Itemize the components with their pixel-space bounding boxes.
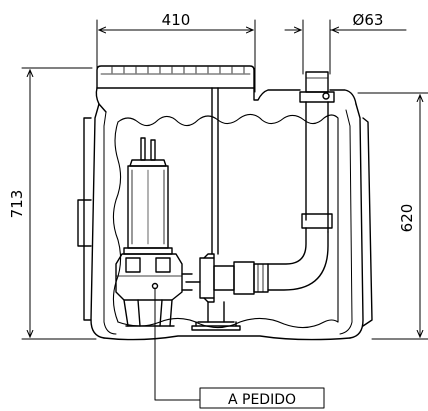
cutaway-section <box>112 113 339 329</box>
dimension-label-total-height: 713 <box>8 190 26 219</box>
dimension-label-diameter: Ø63 <box>353 11 384 29</box>
dimension-width-410 <box>96 19 256 93</box>
dimension-pipe-diameter <box>284 19 407 75</box>
check-valve-assembly <box>185 253 269 303</box>
guide-rod <box>211 87 219 255</box>
callout-label: A PEDIDO <box>228 392 296 408</box>
submersible-pump <box>115 137 193 327</box>
callout-leader <box>154 288 325 409</box>
dimension-height-620 <box>357 92 428 340</box>
tank-body <box>77 65 373 341</box>
pump-base-foot <box>191 301 241 331</box>
dimension-label-width: 410 <box>162 11 191 29</box>
discharge-pipe <box>267 71 335 291</box>
dimension-label-outlet-height: 620 <box>398 204 416 233</box>
dimension-height-713 <box>21 67 97 340</box>
